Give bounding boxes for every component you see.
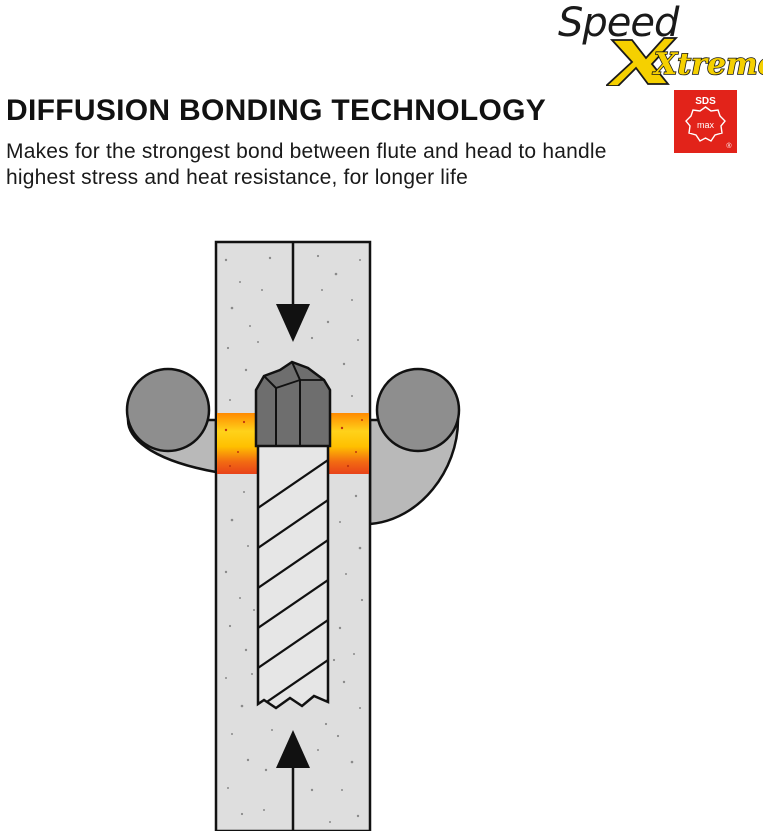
arrow-up-icon bbox=[276, 730, 310, 831]
arrow-down-icon bbox=[276, 242, 310, 342]
sds-max-badge: SDS max ® bbox=[674, 90, 737, 153]
logo-xtreme-text: Xtreme bbox=[652, 47, 763, 82]
diffusion-bonding-diagram bbox=[125, 240, 461, 831]
heat-zone-speckles bbox=[224, 419, 363, 468]
headline: DIFFUSION BONDING TECHNOLOGY bbox=[6, 94, 547, 127]
left-electrode bbox=[125, 367, 218, 474]
speedxtreme-logo: Speed Xtreme bbox=[548, 0, 763, 92]
logo-xtreme-word: Xtreme bbox=[606, 37, 763, 86]
badge-max-text: max bbox=[697, 120, 715, 130]
logo-speed-word: Speed bbox=[558, 0, 679, 46]
concrete-speckles bbox=[224, 254, 364, 823]
right-electrode bbox=[368, 367, 461, 526]
drill-flute bbox=[256, 441, 330, 710]
carbide-head bbox=[254, 360, 332, 448]
badge-registered-mark: ® bbox=[726, 142, 732, 150]
badge-shank-outline-icon bbox=[685, 106, 726, 142]
badge-sds-text: SDS bbox=[695, 96, 716, 107]
description-text: Makes for the strongest bond between flu… bbox=[6, 140, 607, 189]
